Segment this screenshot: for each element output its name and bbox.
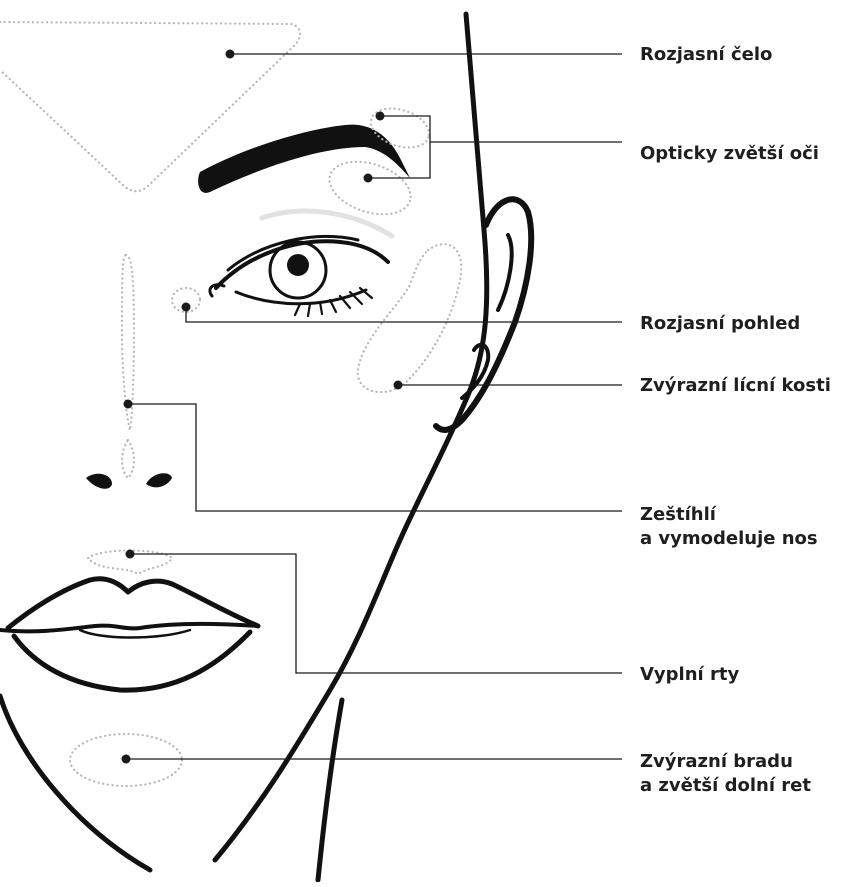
lower-lip	[14, 632, 250, 690]
neck-line	[318, 700, 342, 880]
label-eyes-text: Opticky zvětší oči	[640, 142, 819, 166]
label-nose-line1: Zeštíhlí	[640, 503, 818, 527]
eyebrow	[198, 125, 410, 193]
pupil	[287, 254, 309, 276]
upper-lip	[8, 579, 258, 628]
cheekbone-zone	[358, 244, 461, 392]
label-gaze-text: Rozjasní pohled	[640, 312, 800, 336]
gaze-leader	[186, 307, 622, 322]
label-nose-line2: a vymodeluje nos	[640, 527, 818, 551]
label-gaze: Rozjasní pohled	[640, 312, 800, 336]
label-chin-line1: Zvýrazní bradu	[640, 750, 811, 774]
label-eyes: Opticky zvětší oči	[640, 142, 819, 166]
chin-dot	[122, 755, 131, 764]
nose-tip-zone	[122, 440, 134, 478]
lips-leader	[130, 554, 622, 673]
highlight-zones	[0, 22, 461, 786]
brow-bone-arc	[262, 211, 392, 236]
nose-dot	[124, 400, 133, 409]
label-chin-line2: a zvětší dolní ret	[640, 774, 811, 798]
cheekbones-dot	[394, 381, 403, 390]
label-cheekbones-text: Zvýrazní lícní kosti	[640, 374, 831, 398]
ear-inner-fold	[498, 235, 512, 310]
gaze-dot	[182, 303, 191, 312]
label-lips-text: Vyplní rty	[640, 663, 739, 687]
left-cheek-edge	[0, 696, 150, 870]
lips-dot	[126, 550, 135, 559]
teeth-line	[80, 630, 190, 638]
label-chin: Zvýrazní bradu a zvětší dolní ret	[640, 750, 811, 798]
label-forehead-text: Rozjasní čelo	[640, 43, 772, 67]
label-forehead: Rozjasní čelo	[640, 43, 772, 67]
nose-leader	[128, 404, 622, 511]
leader-lines	[122, 50, 623, 764]
label-cheekbones: Zvýrazní lícní kosti	[640, 374, 831, 398]
label-nose: Zeštíhlí a vymodeluje nos	[640, 503, 818, 551]
left-nostril	[86, 474, 112, 489]
lip-line	[0, 624, 258, 632]
forehead-dot	[226, 50, 235, 59]
label-lips: Vyplní rty	[640, 663, 739, 687]
right-nostril	[146, 473, 172, 487]
eyes-dot-upper	[376, 112, 385, 121]
eyes-dot-lower	[364, 174, 373, 183]
face-line-art	[0, 14, 531, 880]
